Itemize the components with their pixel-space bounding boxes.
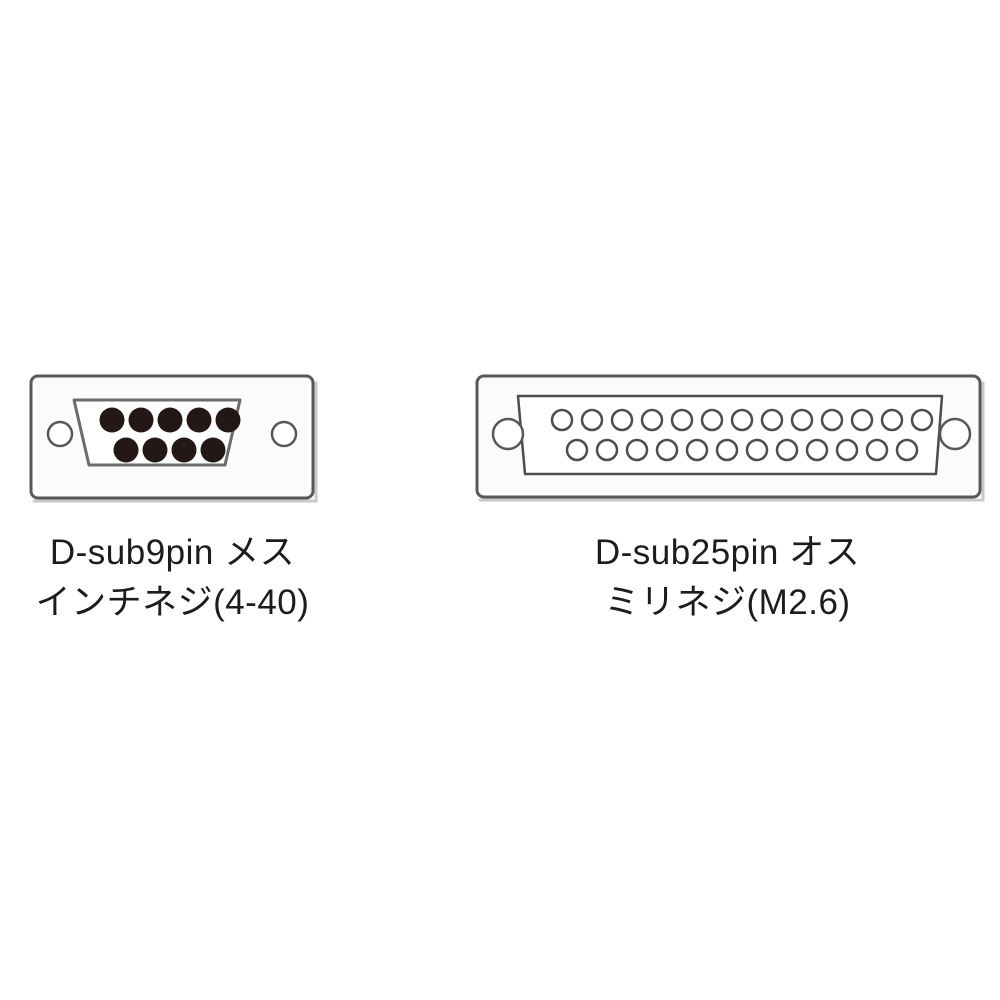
dsub9-pin	[200, 437, 226, 463]
dsub25-pin	[595, 438, 619, 462]
dsub25-pin	[865, 438, 889, 462]
dsub25-pin	[850, 408, 874, 432]
dsub25-pin	[580, 408, 604, 432]
dsub25-pin	[745, 438, 769, 462]
dsub25-pin	[715, 438, 739, 462]
dsub9-pin	[99, 407, 125, 433]
dsub25-caption-line-2: ミリネジ(M2.6)	[604, 583, 851, 622]
dsub25-screw-hole-right	[938, 417, 972, 451]
dsub25-pin	[700, 408, 724, 432]
dsub25-pin	[685, 438, 709, 462]
dsub25-pin	[625, 438, 649, 462]
dsub9-pin	[171, 437, 197, 463]
dsub25-pin	[550, 408, 574, 432]
dsub9-caption: D-sub9pin メス インチネジ(4-40)	[0, 528, 345, 628]
dsub25-pin	[565, 438, 589, 462]
dsub25-d-shield	[516, 394, 944, 476]
dsub25-caption: D-sub25pin オス ミリネジ(M2.6)	[455, 528, 1000, 628]
dsub9-connector-illustration	[29, 374, 318, 503]
dsub25-connector-illustration	[475, 374, 985, 502]
dsub25-pin	[760, 408, 784, 432]
dsub9-pin	[186, 407, 212, 433]
connector-group-dsub25: D-sub25pin オス ミリネジ(M2.6)	[455, 370, 1000, 622]
dsub9-pin-row-bottom	[113, 437, 226, 463]
dsub9-screw-hole-left	[46, 420, 74, 448]
dsub25-pin	[670, 408, 694, 432]
dsub25-pin	[610, 408, 634, 432]
dsub25-pin-row-top	[550, 408, 934, 432]
dsub9-caption-line-2: インチネジ(4-40)	[35, 583, 310, 622]
dsub9-pin	[113, 437, 139, 463]
dsub9-caption-line-1: D-sub9pin メス	[49, 533, 296, 572]
dsub25-pin	[775, 438, 799, 462]
dsub25-pin	[820, 408, 844, 432]
dsub25-pin	[910, 408, 934, 432]
dsub25-pin	[805, 438, 829, 462]
dsub9-pin-row-top	[99, 407, 241, 433]
dsub25-shell-shadow	[478, 381, 985, 502]
dsub25-pin	[730, 408, 754, 432]
dsub25-screw-hole-left	[491, 417, 525, 451]
connector-group-dsub9: D-sub9pin メス インチネジ(4-40)	[0, 370, 345, 622]
dsub9-screw-hole-right	[270, 420, 298, 448]
dsub25-pin	[835, 438, 859, 462]
dsub9-pin	[157, 407, 183, 433]
dsub25-pin	[640, 408, 664, 432]
dsub9-shell-shadow	[32, 381, 318, 503]
dsub25-pin-row-bottom	[565, 438, 919, 462]
dsub9-pin	[128, 407, 154, 433]
dsub25-pin	[880, 408, 904, 432]
dsub25-pin	[895, 438, 919, 462]
dsub25-pin	[655, 438, 679, 462]
dsub25-caption-line-1: D-sub25pin オス	[594, 533, 861, 572]
dsub25-pin	[790, 408, 814, 432]
dsub9-pin	[142, 437, 168, 463]
dsub9-pin	[215, 407, 241, 433]
